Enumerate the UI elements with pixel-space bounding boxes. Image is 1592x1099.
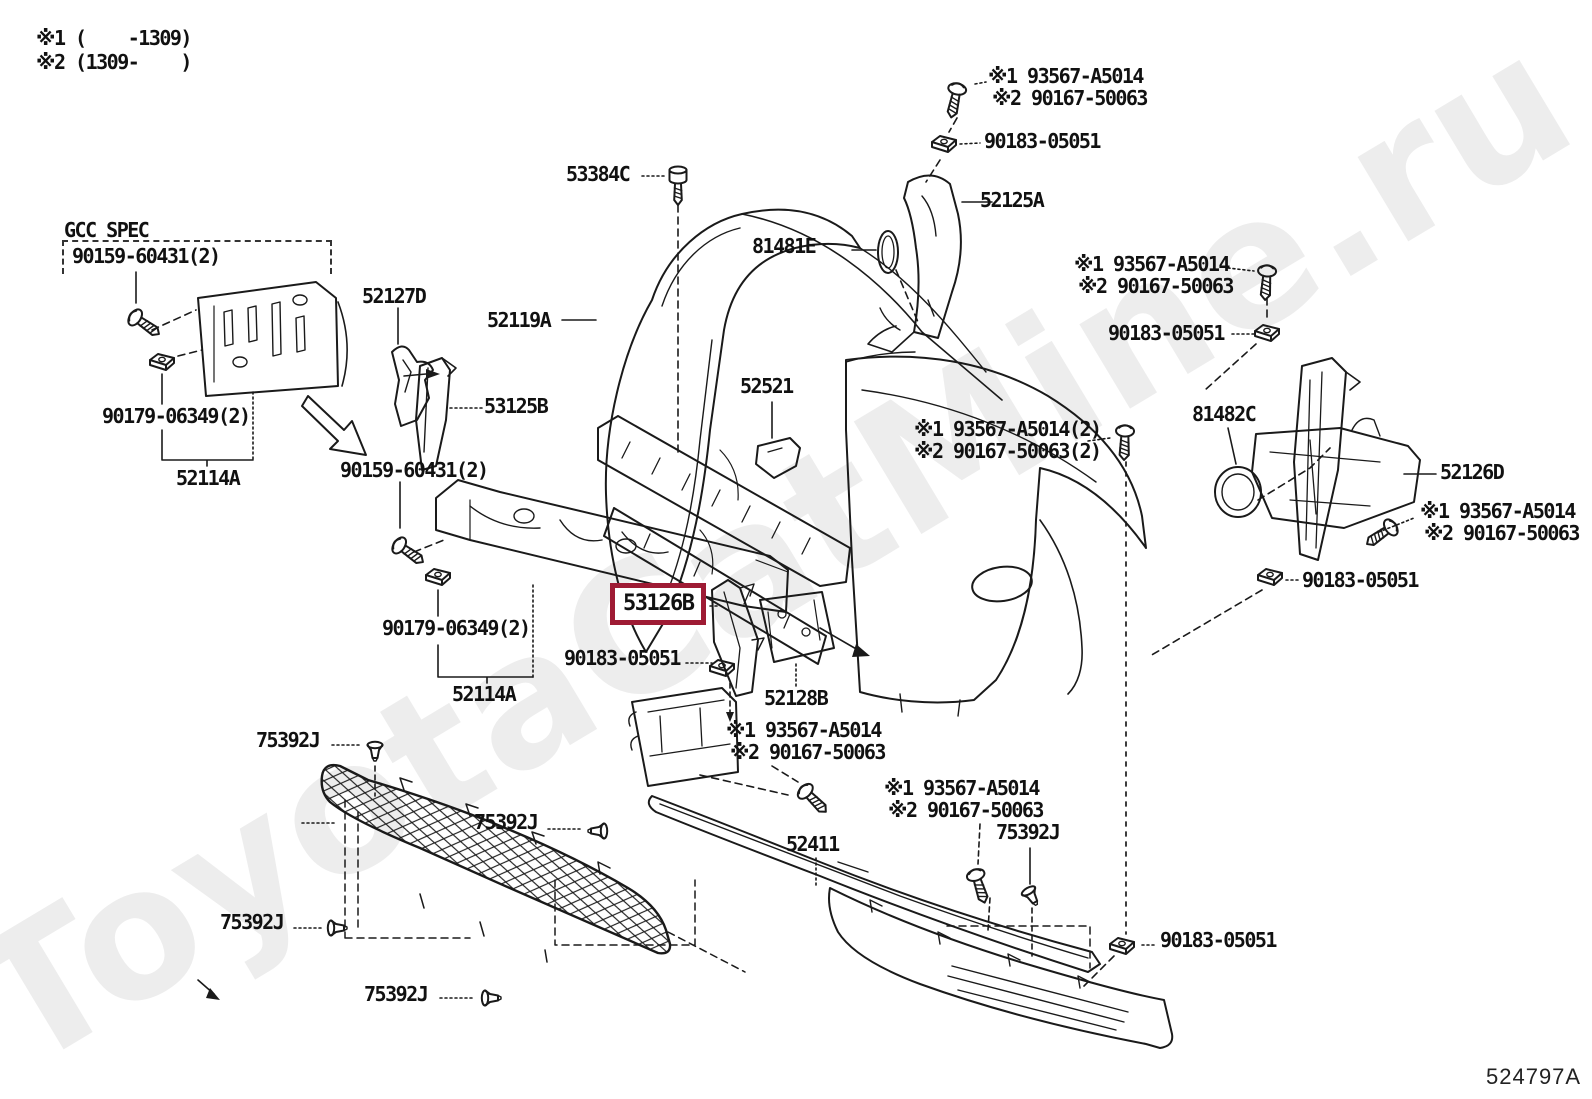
part-callout-93567-e[interactable]: ※1 93567-A5014	[726, 718, 882, 742]
part-callout-90183-1[interactable]: 90183-05051	[984, 129, 1101, 153]
bumper-cover-drawing	[845, 351, 1147, 717]
part-callout-90179-06349-2[interactable]: 90179-06349(2)	[382, 616, 531, 640]
part-callout-90167-b[interactable]: ※2 90167-50063	[1078, 274, 1234, 298]
part-callout-90167-c[interactable]: ※2 90167-50063(2)	[914, 439, 1102, 463]
part-callout-52114a-1[interactable]: 52114A	[176, 466, 241, 490]
bumper-side-support-drawing	[1149, 267, 1437, 657]
fastener-icons	[124, 80, 1402, 1007]
part-callout-90167-d[interactable]: ※2 90167-50063	[1424, 521, 1580, 545]
part-callout-52126d[interactable]: 52126D	[1440, 460, 1505, 484]
part-callout-75392j-right[interactable]: 75392J	[996, 820, 1061, 844]
footnote-1: ※1 ( -1309)	[36, 26, 192, 50]
part-callout-52127d[interactable]: 52127D	[362, 284, 427, 308]
part-callout-75392j-mid[interactable]: 75392J	[474, 810, 539, 834]
part-callout-93567-f[interactable]: ※1 93567-A5014	[884, 776, 1040, 800]
side-retainer-drawings	[391, 307, 483, 471]
part-callout-93567-b[interactable]: ※1 93567-A5014	[1074, 252, 1230, 276]
part-callout-52125a[interactable]: 52125A	[980, 188, 1045, 212]
part-callout-81481e[interactable]: 81481E	[752, 234, 817, 258]
part-callout-90183-3[interactable]: 90183-05051	[1302, 568, 1419, 592]
gcc-spec-box	[62, 240, 332, 274]
part-callout-52119a[interactable]: 52119A	[487, 308, 552, 332]
part-callout-90183-2[interactable]: 90183-05051	[1108, 321, 1225, 345]
part-callout-52411[interactable]: 52411	[786, 832, 840, 856]
bumper-side-panel-drawing	[561, 204, 1003, 653]
part-callout-90167-a[interactable]: ※2 90167-50063	[992, 86, 1148, 110]
part-callout-75392j-left[interactable]: 75392J	[220, 910, 285, 934]
part-callout-52114a-2[interactable]: 52114A	[452, 682, 517, 706]
part-callout-75392j-bottom[interactable]: 75392J	[364, 982, 429, 1006]
part-callout-75392j-top[interactable]: 75392J	[256, 728, 321, 752]
part-callout-90183-4[interactable]: 90183-05051	[564, 646, 681, 670]
part-callout-81482c[interactable]: 81482C	[1192, 402, 1257, 426]
lower-bumper-drawings	[628, 437, 1174, 1049]
diagram-code: 524797A	[1486, 1064, 1582, 1089]
bumper-reinforcement-drawing	[399, 479, 789, 684]
part-callout-93567-a[interactable]: ※1 93567-A5014	[988, 64, 1144, 88]
direction-arrow	[301, 395, 367, 456]
highlighted-part-box[interactable]: 53126B	[610, 583, 707, 625]
part-callout-52128b[interactable]: 52128B	[764, 686, 829, 710]
radiator-grille-drawing	[197, 744, 746, 1000]
part-callout-53126b[interactable]: 53126B	[623, 591, 695, 616]
part-callout-53125b[interactable]: 53125B	[484, 394, 549, 418]
part-callout-90159-60431-1[interactable]: 90159-60431(2)	[72, 244, 221, 268]
part-callout-90167-e[interactable]: ※2 90167-50063	[730, 740, 886, 764]
part-callout-52521[interactable]: 52521	[740, 374, 794, 398]
part-callout-90179-06349-1[interactable]: 90179-06349(2)	[102, 404, 251, 428]
part-callout-90183-5[interactable]: 90183-05051	[1160, 928, 1277, 952]
gcc-spec-label: GCC SPEC	[64, 218, 150, 242]
part-callout-93567-d[interactable]: ※1 93567-A5014	[1420, 499, 1576, 523]
part-callout-53384c[interactable]: 53384C	[566, 162, 631, 186]
part-callout-93567-c[interactable]: ※1 93567-A5014(2)	[914, 417, 1102, 441]
part-callout-90159-60431-2[interactable]: 90159-60431(2)	[340, 458, 489, 482]
footnote-2: ※2 (1309- )	[36, 50, 192, 74]
license-plate-bracket-drawing	[135, 271, 348, 467]
bumper-mounting-bracket-drawing	[641, 81, 993, 353]
part-callout-90167-f[interactable]: ※2 90167-50063	[888, 798, 1044, 822]
upper-reinforcement-drawing	[597, 401, 851, 665]
piece-retainer-drawings	[685, 579, 870, 796]
